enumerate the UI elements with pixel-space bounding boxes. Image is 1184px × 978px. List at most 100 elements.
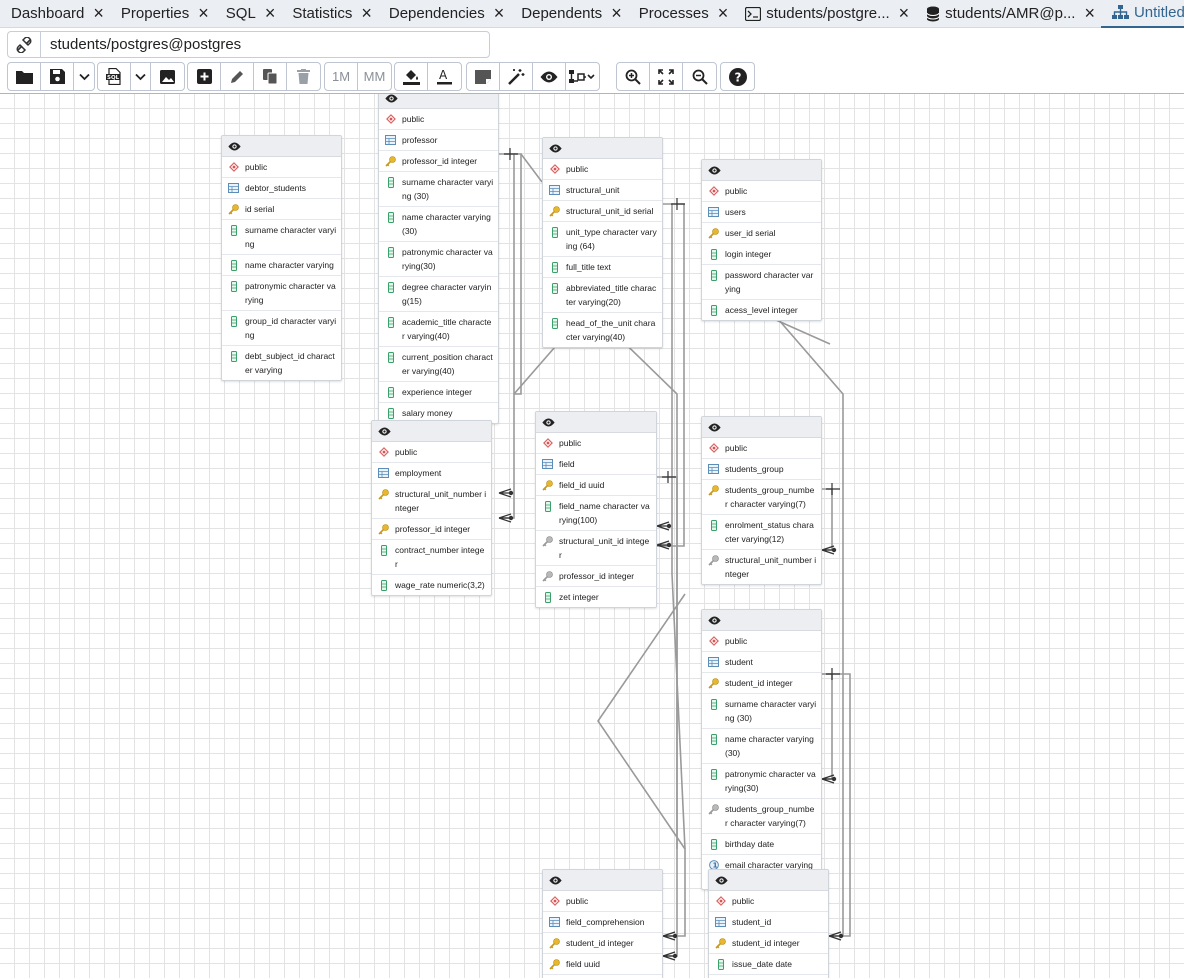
column-row[interactable]: birthday date bbox=[702, 834, 821, 855]
show-details-button[interactable] bbox=[533, 63, 566, 90]
column-row[interactable]: field_id uuid bbox=[536, 475, 656, 496]
one-to-many-button[interactable]: 1M bbox=[325, 63, 358, 90]
column-row[interactable]: structural_unit_id integer bbox=[536, 531, 656, 566]
tab-properties[interactable]: Properties× bbox=[110, 0, 215, 28]
close-icon[interactable]: × bbox=[493, 3, 505, 23]
eye-icon[interactable] bbox=[549, 144, 562, 153]
close-icon[interactable]: × bbox=[898, 3, 910, 23]
column-row[interactable]: student_id integer bbox=[543, 933, 662, 954]
column-row[interactable]: patronymic character varying(30) bbox=[702, 764, 821, 799]
column-row[interactable]: patronymic character varying(30) bbox=[379, 242, 498, 277]
relationship-line[interactable] bbox=[499, 153, 515, 519]
eye-icon[interactable] bbox=[385, 94, 398, 103]
column-row[interactable]: patronymic character varying bbox=[222, 276, 341, 311]
auto-align-button[interactable] bbox=[500, 63, 533, 90]
relationship-line[interactable] bbox=[822, 673, 833, 780]
column-row[interactable]: student_id integer bbox=[709, 933, 828, 954]
relationship-line[interactable] bbox=[822, 488, 833, 551]
tab-sql[interactable]: SQL× bbox=[215, 0, 282, 28]
eye-icon[interactable] bbox=[715, 876, 728, 885]
eye-icon[interactable] bbox=[228, 142, 241, 151]
column-row[interactable]: professor_id integer bbox=[536, 566, 656, 587]
close-icon[interactable]: × bbox=[717, 3, 729, 23]
column-row[interactable]: unit_type character varying (64) bbox=[543, 222, 662, 257]
column-row[interactable]: field_name character varying(100) bbox=[536, 496, 656, 531]
column-row[interactable]: degree character varying(15) bbox=[379, 277, 498, 312]
column-row[interactable]: experience integer bbox=[379, 382, 498, 403]
table-header[interactable] bbox=[709, 870, 828, 891]
column-row[interactable]: group_id character varying bbox=[222, 311, 341, 346]
tab-dashboard[interactable]: Dashboard× bbox=[0, 0, 110, 28]
eye-icon[interactable] bbox=[708, 616, 721, 625]
tab-statistics[interactable]: Statistics× bbox=[281, 0, 378, 28]
column-row[interactable]: professor_id integer bbox=[379, 151, 498, 172]
column-row[interactable]: structural_unit_number integer bbox=[702, 550, 821, 584]
column-row[interactable]: issue_date date bbox=[709, 954, 828, 975]
relationship-line[interactable] bbox=[520, 153, 543, 183]
edit-table-button[interactable] bbox=[221, 63, 254, 90]
tab-dependencies[interactable]: Dependencies× bbox=[378, 0, 510, 28]
open-file-button[interactable] bbox=[8, 63, 41, 90]
tab-processes[interactable]: Processes× bbox=[628, 0, 735, 28]
generate-sql-button[interactable]: SQL bbox=[98, 63, 131, 90]
connection-bar[interactable]: students/postgres@postgres bbox=[7, 31, 490, 58]
column-row[interactable]: enrolment_status character varying(12) bbox=[702, 515, 821, 550]
clone-table-button[interactable] bbox=[254, 63, 287, 90]
column-row[interactable]: wage_rate numeric(3,2) bbox=[372, 575, 491, 595]
sql-menu-button[interactable] bbox=[131, 63, 151, 90]
text-color-button[interactable]: A bbox=[428, 63, 461, 90]
close-icon[interactable]: × bbox=[198, 3, 209, 23]
download-image-button[interactable] bbox=[151, 63, 184, 90]
table-header[interactable] bbox=[543, 138, 662, 159]
column-row[interactable]: name character varying bbox=[222, 255, 341, 276]
tab-students-postgre[interactable]: students/postgre...× bbox=[734, 0, 915, 28]
column-row[interactable]: surname character varying (30) bbox=[379, 172, 498, 207]
column-row[interactable]: id serial bbox=[222, 199, 341, 220]
eye-icon[interactable] bbox=[549, 876, 562, 885]
column-row[interactable]: full_title text bbox=[543, 257, 662, 278]
table-header[interactable] bbox=[543, 870, 662, 891]
table-header[interactable] bbox=[702, 610, 821, 631]
table-header[interactable] bbox=[702, 417, 821, 438]
zoom-to-fit-button[interactable] bbox=[650, 63, 683, 90]
add-note-button[interactable] bbox=[467, 63, 500, 90]
column-row[interactable]: debt_subject_id character varying bbox=[222, 346, 341, 380]
cardinality-notation-button[interactable] bbox=[566, 63, 599, 90]
close-icon[interactable]: × bbox=[1084, 3, 1095, 23]
column-row[interactable]: student_id integer bbox=[702, 673, 821, 694]
table-header[interactable] bbox=[702, 160, 821, 181]
column-row[interactable]: name character varying(30) bbox=[702, 729, 821, 764]
many-to-many-button[interactable]: MM bbox=[358, 63, 391, 90]
drop-table-button[interactable] bbox=[287, 63, 320, 90]
column-row[interactable]: structural_unit_id serial bbox=[543, 201, 662, 222]
column-row[interactable]: surname character varying (30) bbox=[702, 694, 821, 729]
eye-icon[interactable] bbox=[708, 166, 721, 175]
table-header[interactable] bbox=[379, 94, 498, 109]
zoom-in-button[interactable] bbox=[617, 63, 650, 90]
zoom-out-button[interactable] bbox=[683, 63, 716, 90]
column-row[interactable]: professor_id integer bbox=[372, 519, 491, 540]
column-row[interactable]: login integer bbox=[702, 244, 821, 265]
close-icon[interactable]: × bbox=[264, 3, 276, 23]
connection-icon[interactable] bbox=[8, 32, 41, 57]
tab-untitled[interactable]: Untitled*× bbox=[1100, 0, 1184, 28]
column-row[interactable]: name character varying(30) bbox=[379, 207, 498, 242]
tab-dependents[interactable]: Dependents× bbox=[510, 0, 627, 28]
column-row[interactable]: contract_number integer bbox=[372, 540, 491, 575]
column-row[interactable]: zet integer bbox=[536, 587, 656, 607]
column-row[interactable]: surname character varying bbox=[222, 220, 341, 255]
column-row[interactable]: field uuid bbox=[543, 954, 662, 975]
help-button[interactable]: ? bbox=[721, 63, 754, 90]
relationship-line[interactable] bbox=[514, 153, 522, 395]
eye-icon[interactable] bbox=[708, 423, 721, 432]
column-row[interactable]: salary money bbox=[379, 403, 498, 423]
